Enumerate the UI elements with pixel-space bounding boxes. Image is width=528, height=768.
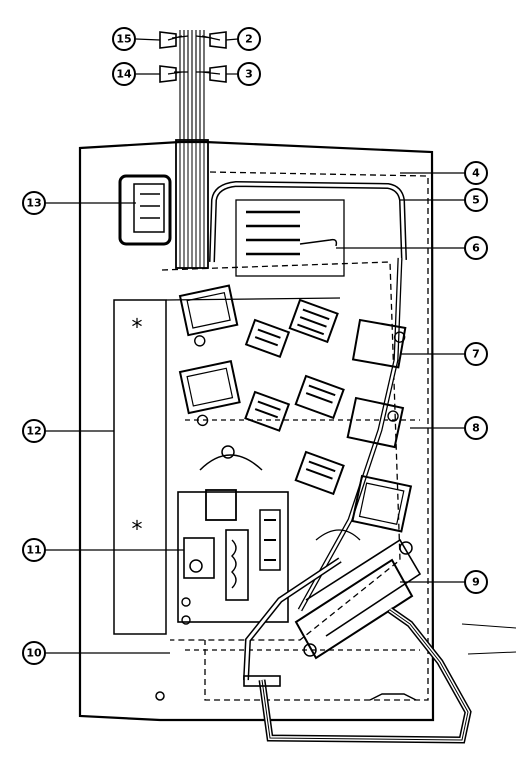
relay-i — [294, 450, 345, 496]
asterisk-lower: * — [132, 518, 143, 543]
callout-6: 6 — [464, 236, 488, 260]
svg-text:5: 5 — [472, 194, 480, 207]
terminal-board — [235, 199, 345, 277]
dashed-enclosure — [161, 171, 429, 701]
mounting-plate — [113, 297, 341, 635]
callout-12: 12 — [22, 419, 46, 443]
svg-text:3: 3 — [245, 68, 253, 81]
callout-2: 2 — [237, 27, 261, 51]
callout-leaders — [45, 38, 465, 654]
cable-bundle — [167, 30, 221, 269]
relay-j — [351, 474, 413, 533]
relay-b — [288, 298, 339, 344]
svg-text:10: 10 — [26, 647, 42, 660]
svg-text:14: 14 — [116, 68, 132, 81]
svg-text:4: 4 — [472, 167, 480, 180]
relay-g — [294, 374, 345, 420]
svg-text:8: 8 — [472, 422, 480, 435]
relay-f — [244, 390, 291, 432]
plug-2 — [209, 31, 227, 49]
plug-14 — [159, 65, 177, 83]
callout-7: 7 — [464, 342, 488, 366]
plug-3 — [209, 65, 227, 83]
relay-a — [178, 284, 239, 347]
callout-11: 11 — [22, 538, 46, 562]
circuit-board — [177, 445, 289, 625]
svg-text:2: 2 — [245, 33, 253, 46]
callout-10: 10 — [22, 641, 46, 665]
svg-text:6: 6 — [472, 242, 480, 255]
asterisk-upper: * — [132, 316, 143, 341]
svg-text:12: 12 — [26, 425, 41, 438]
relay-h — [346, 396, 405, 449]
connector-block — [118, 174, 172, 246]
callout-9: 9 — [464, 570, 488, 594]
callout-15: 15 — [112, 27, 136, 51]
svg-text:13: 13 — [26, 197, 41, 210]
callout-13: 13 — [22, 191, 46, 215]
transformer — [294, 529, 422, 660]
svg-text:15: 15 — [116, 33, 131, 46]
relay-e — [178, 360, 241, 427]
lower-harness-loop — [243, 557, 472, 744]
callout-5: 5 — [464, 188, 488, 212]
relay-c — [244, 318, 291, 359]
svg-text:7: 7 — [472, 348, 480, 361]
svg-text:11: 11 — [26, 544, 41, 557]
callout-8: 8 — [464, 416, 488, 440]
callout-3: 3 — [237, 62, 261, 86]
callout-4: 4 — [464, 161, 488, 185]
svg-text:9: 9 — [472, 576, 480, 589]
callout-14: 14 — [112, 62, 136, 86]
relay-d — [351, 318, 407, 369]
plug-15 — [159, 31, 177, 49]
